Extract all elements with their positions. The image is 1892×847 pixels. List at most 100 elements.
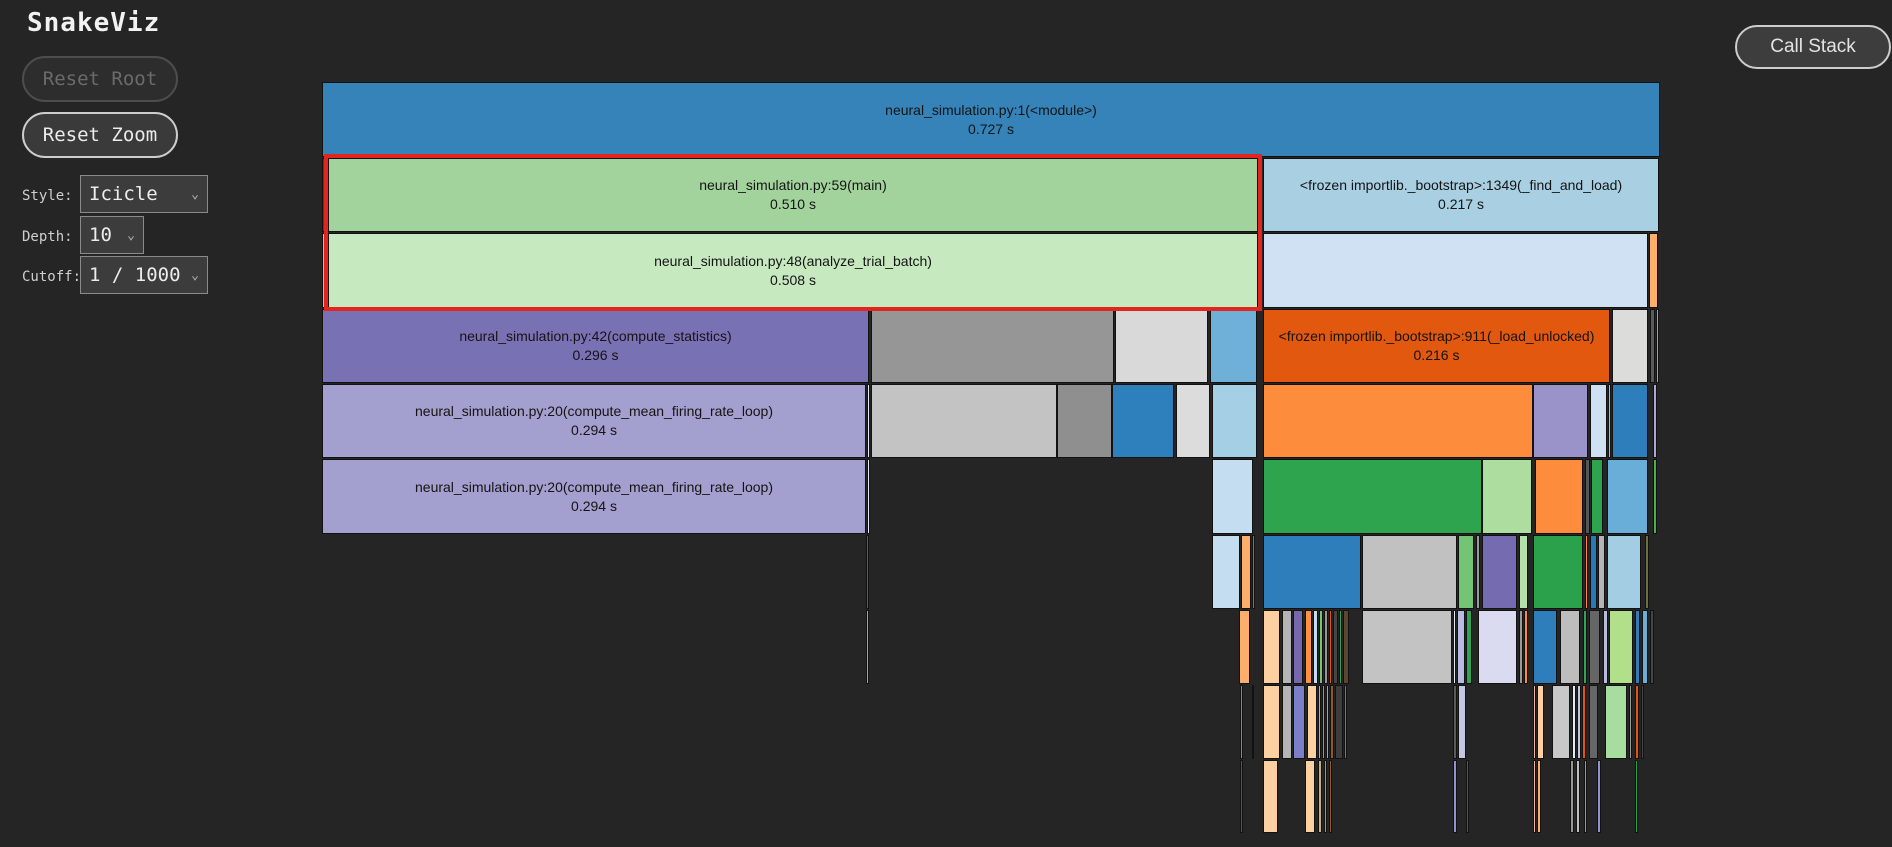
icicle-block[interactable] xyxy=(1482,535,1517,609)
icicle-block[interactable] xyxy=(1584,760,1587,833)
icicle-block[interactable] xyxy=(1524,610,1528,684)
icicle-block[interactable] xyxy=(1476,535,1480,609)
icicle-block[interactable] xyxy=(1344,685,1347,759)
icicle-block[interactable] xyxy=(1577,685,1581,759)
icicle-block[interactable] xyxy=(1458,535,1474,609)
icicle-block[interactable] xyxy=(1535,459,1583,534)
icicle-block[interactable] xyxy=(1590,535,1597,609)
icicle-block[interactable] xyxy=(1212,535,1240,609)
icicle-block[interactable] xyxy=(1458,685,1466,759)
icicle-block[interactable] xyxy=(1552,685,1570,759)
icicle-block[interactable] xyxy=(1339,610,1342,684)
icicle-block[interactable] xyxy=(866,610,869,684)
icicle-block[interactable] xyxy=(1263,233,1648,308)
icicle-block[interactable] xyxy=(1282,610,1292,684)
icicle-block[interactable] xyxy=(1612,309,1648,383)
icicle-block[interactable] xyxy=(1572,685,1576,759)
icicle-block[interactable] xyxy=(871,309,1114,383)
icicle-block[interactable] xyxy=(1362,610,1452,684)
icicle-block[interactable] xyxy=(1641,685,1644,759)
icicle-block[interactable] xyxy=(1612,384,1648,458)
icicle-block[interactable] xyxy=(1519,610,1523,684)
icicle-block[interactable] xyxy=(1590,384,1607,458)
reset-zoom-button[interactable]: Reset Zoom xyxy=(22,112,178,158)
icicle-block[interactable] xyxy=(1585,535,1588,609)
icicle-block[interactable] xyxy=(1533,760,1536,833)
icicle-block[interactable] xyxy=(1322,685,1325,759)
call-stack-button[interactable]: Call Stack xyxy=(1735,25,1891,69)
icicle-block[interactable] xyxy=(1305,610,1312,684)
icicle-block[interactable]: neural_simulation.py:48(analyze_trial_ba… xyxy=(328,233,1258,308)
icicle-block[interactable] xyxy=(1263,459,1482,534)
icicle-block[interactable] xyxy=(1324,610,1328,684)
icicle-block[interactable] xyxy=(1642,610,1648,684)
style-select[interactable]: Icicle ⌄ xyxy=(80,175,208,213)
icicle-block[interactable] xyxy=(1457,610,1465,684)
icicle-block[interactable] xyxy=(1335,685,1343,759)
icicle-block[interactable] xyxy=(1112,384,1174,458)
icicle-block[interactable] xyxy=(1333,610,1338,684)
icicle-block[interactable] xyxy=(1629,685,1632,759)
icicle-block[interactable] xyxy=(1453,760,1457,833)
cutoff-select[interactable]: 1 / 1000 ⌄ xyxy=(80,256,208,294)
icicle-block[interactable] xyxy=(1453,610,1456,684)
icicle-block[interactable] xyxy=(322,158,327,232)
icicle-block[interactable] xyxy=(1252,685,1254,759)
icicle-block[interactable] xyxy=(1560,610,1580,684)
icicle-block[interactable] xyxy=(1466,610,1472,684)
icicle-block[interactable] xyxy=(322,233,327,308)
icicle-block[interactable] xyxy=(1645,535,1649,609)
icicle-block[interactable] xyxy=(1605,685,1627,759)
icicle-block[interactable] xyxy=(1603,610,1608,684)
icicle-block[interactable] xyxy=(1326,685,1329,759)
icicle-block[interactable] xyxy=(1533,685,1536,759)
icicle-block[interactable] xyxy=(1318,760,1322,833)
icicle-block[interactable] xyxy=(1466,760,1469,833)
icicle-block[interactable] xyxy=(1598,535,1605,609)
icicle-block[interactable] xyxy=(1305,760,1315,833)
icicle-block[interactable] xyxy=(1533,535,1583,609)
icicle-block[interactable] xyxy=(1585,459,1590,534)
icicle-block[interactable] xyxy=(1656,309,1659,383)
icicle-block[interactable] xyxy=(1293,610,1303,684)
icicle-block[interactable] xyxy=(1653,384,1657,458)
icicle-block[interactable] xyxy=(1453,685,1457,759)
icicle-block[interactable] xyxy=(1240,760,1243,833)
icicle-block[interactable]: neural_simulation.py:20(compute_mean_fir… xyxy=(322,459,866,534)
icicle-block[interactable] xyxy=(1293,685,1305,759)
icicle-block[interactable] xyxy=(1057,384,1112,458)
icicle-block[interactable] xyxy=(1589,610,1600,684)
icicle-block[interactable]: neural_simulation.py:42(compute_statisti… xyxy=(322,309,869,383)
icicle-block[interactable] xyxy=(1650,309,1655,383)
icicle-block[interactable]: <frozen importlib._bootstrap>:1349(_find… xyxy=(1263,158,1659,232)
icicle-block[interactable] xyxy=(867,384,870,458)
icicle-block[interactable] xyxy=(1537,685,1544,759)
icicle-block[interactable] xyxy=(871,384,1057,458)
icicle-block[interactable] xyxy=(1212,384,1257,458)
icicle-block[interactable] xyxy=(1307,685,1317,759)
icicle-block[interactable] xyxy=(1482,459,1532,534)
icicle-block[interactable] xyxy=(1362,535,1457,609)
icicle-block[interactable] xyxy=(1576,760,1580,833)
icicle-block[interactable] xyxy=(867,459,870,534)
icicle-block[interactable] xyxy=(1263,535,1361,609)
icicle-block[interactable] xyxy=(1649,233,1658,308)
icicle-block[interactable] xyxy=(1635,610,1640,684)
icicle-block[interactable] xyxy=(1608,384,1611,458)
icicle-block[interactable] xyxy=(1115,309,1208,383)
icicle-block[interactable] xyxy=(1607,535,1641,609)
icicle-block[interactable] xyxy=(1597,760,1601,833)
icicle-block[interactable] xyxy=(1263,610,1280,684)
icicle-block[interactable] xyxy=(1519,535,1528,609)
icicle-block[interactable] xyxy=(1583,610,1587,684)
icicle-block[interactable] xyxy=(1241,535,1251,609)
icicle-block[interactable] xyxy=(1239,610,1250,684)
icicle-block[interactable]: neural_simulation.py:1(<module>)0.727 s xyxy=(322,82,1660,157)
icicle-block[interactable]: neural_simulation.py:59(main)0.510 s xyxy=(328,158,1258,232)
icicle-block[interactable] xyxy=(1318,685,1321,759)
icicle-block[interactable] xyxy=(1591,459,1603,534)
icicle-block[interactable] xyxy=(1324,760,1327,833)
icicle-block[interactable] xyxy=(1533,384,1588,458)
icicle-block[interactable] xyxy=(1329,760,1332,833)
icicle-block[interactable] xyxy=(1570,760,1574,833)
